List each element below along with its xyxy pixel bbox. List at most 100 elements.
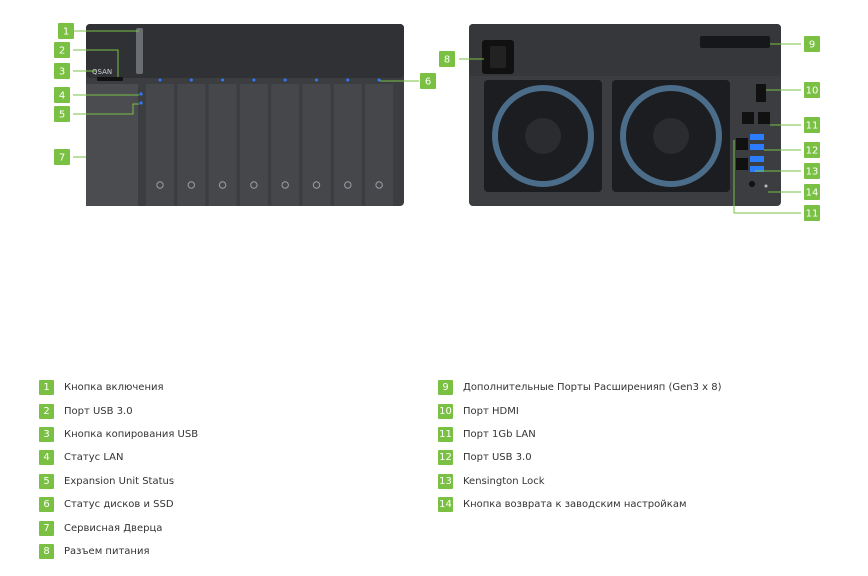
legend-text: Порт USB 3.0	[463, 452, 532, 464]
legend-text: Статус LAN	[64, 452, 124, 464]
callout-badge: 3	[54, 63, 70, 79]
legend-item: 13 Kensington Lock	[438, 470, 838, 493]
legend-item: 14 Кнопка возврата к заводским настройка…	[438, 493, 838, 516]
drive-status-led	[283, 78, 287, 82]
legend-badge: 8	[39, 543, 54, 559]
callout-badge: 2	[54, 42, 70, 58]
lan-status-led	[139, 92, 143, 96]
legend-item: 1 Кнопка включения	[39, 376, 439, 399]
callout-badge: 1	[58, 23, 74, 39]
rear-view	[469, 24, 781, 206]
legend-item: 9 Дополнительные Порты Расширенияп (Gen3…	[438, 376, 838, 399]
drive-tray	[271, 84, 300, 206]
front-top-panel	[86, 24, 404, 78]
callout-badge-box	[58, 23, 74, 39]
legend-text: Kensington Lock	[463, 475, 545, 487]
drive-tray-latch-icon	[187, 181, 196, 189]
usb-port-2	[750, 144, 764, 150]
drive-tray	[146, 84, 174, 206]
legend-right: 9 Дополнительные Порты Расширенияп (Gen3…	[438, 376, 838, 516]
legend-badge: 10	[438, 403, 453, 419]
legend-badge: 2	[39, 403, 54, 419]
legend-badge: 13	[438, 473, 453, 489]
fan-right	[620, 85, 722, 187]
legend-item: 5 Expansion Unit Status	[39, 470, 439, 493]
legend-text: Статус дисков и SSD	[64, 499, 174, 511]
legend-item: 10 Порт HDMI	[438, 399, 838, 422]
callout-badge: 12	[804, 142, 820, 158]
callout-badge-box	[439, 51, 455, 67]
drive-tray-latch-icon	[312, 181, 321, 189]
drive-status-led	[189, 78, 193, 82]
callout-badge: 9	[804, 36, 820, 52]
expansion-status-led	[139, 101, 143, 105]
leader-2	[73, 49, 119, 77]
callout-badge-box	[54, 87, 70, 103]
legend-badge: 3	[39, 426, 54, 442]
drive-status-led	[315, 78, 318, 82]
kensington-lock	[749, 181, 755, 187]
legend-text: Кнопка включения	[64, 382, 164, 394]
callout-number: 6	[425, 77, 431, 88]
callout-badge: 13	[804, 163, 820, 179]
usb-port	[97, 77, 123, 81]
front-logo: QSAN	[92, 68, 112, 76]
drive-tray	[239, 84, 268, 206]
power-connector-inner	[490, 46, 506, 68]
lan-port-1	[742, 112, 754, 124]
callout-number: 9	[809, 40, 815, 51]
expansion-slot	[700, 36, 770, 48]
usb-port-3	[750, 156, 764, 162]
legend-text: Разъем питания	[64, 545, 150, 557]
callout-badge: 11	[804, 205, 820, 221]
legend-badge: 4	[39, 450, 54, 466]
callout-number: 12	[806, 146, 819, 157]
fan-left-hub	[525, 118, 561, 154]
drive-status-led	[377, 78, 381, 82]
legend-text: Дополнительные Порты Расширенияп (Gen3 x…	[463, 382, 722, 394]
legend-item: 2 Порт USB 3.0	[39, 399, 439, 422]
callout-number: 1	[63, 27, 69, 38]
callout-number: 14	[806, 188, 819, 199]
legend-item: 11 Порт 1Gb LAN	[438, 423, 838, 446]
drive-tray-latch-icon	[250, 181, 258, 189]
callout-badge-box	[54, 149, 70, 165]
callout-badge-box	[804, 82, 820, 98]
drive-tray	[333, 84, 362, 206]
legend-text: Expansion Unit Status	[64, 475, 175, 487]
callout-badge: 4	[54, 87, 70, 103]
drive-tray-latch-icon	[375, 181, 383, 189]
drive-tray-latch-icon	[218, 181, 227, 189]
legend-text: Кнопка возврата к заводским настройкам	[463, 499, 687, 511]
lan-port-2	[758, 112, 770, 124]
rear-top-band	[469, 24, 781, 76]
drive-status-led	[221, 78, 225, 82]
callout-badge: 7	[54, 149, 70, 165]
callout-number: 5	[59, 110, 65, 121]
callout-badge: 14	[804, 184, 820, 200]
callout-badge: 8	[439, 51, 455, 67]
legend-item: 7 Сервисная Дверца	[39, 516, 439, 539]
callout-number: 4	[59, 91, 65, 102]
usb-port-1	[750, 134, 764, 140]
power-button	[136, 28, 143, 74]
callout-number: 3	[59, 67, 65, 78]
legend-text: Порт USB 3.0	[64, 405, 133, 417]
callout-badge-box	[54, 106, 70, 122]
legend-item: 8 Разъем питания	[39, 540, 439, 563]
callout-badge: 11	[804, 117, 820, 133]
callout-number: 8	[444, 55, 450, 66]
legend-text: Кнопка копирования USB	[64, 428, 199, 440]
legend-badge: 7	[39, 520, 54, 536]
drive-status-led	[252, 78, 256, 82]
callout-badge-box	[804, 163, 820, 179]
legend-badge: 9	[438, 380, 453, 396]
leader-11b	[733, 140, 801, 214]
legend-badge: 14	[438, 497, 453, 513]
callout-badge-box	[420, 73, 436, 89]
front-view: QSAN	[86, 24, 404, 206]
drive-tray	[208, 84, 237, 206]
legend-item: 6 Статус дисков и SSD	[39, 493, 439, 516]
callout-badge-box	[804, 205, 820, 221]
legend-badge: 5	[39, 473, 54, 489]
